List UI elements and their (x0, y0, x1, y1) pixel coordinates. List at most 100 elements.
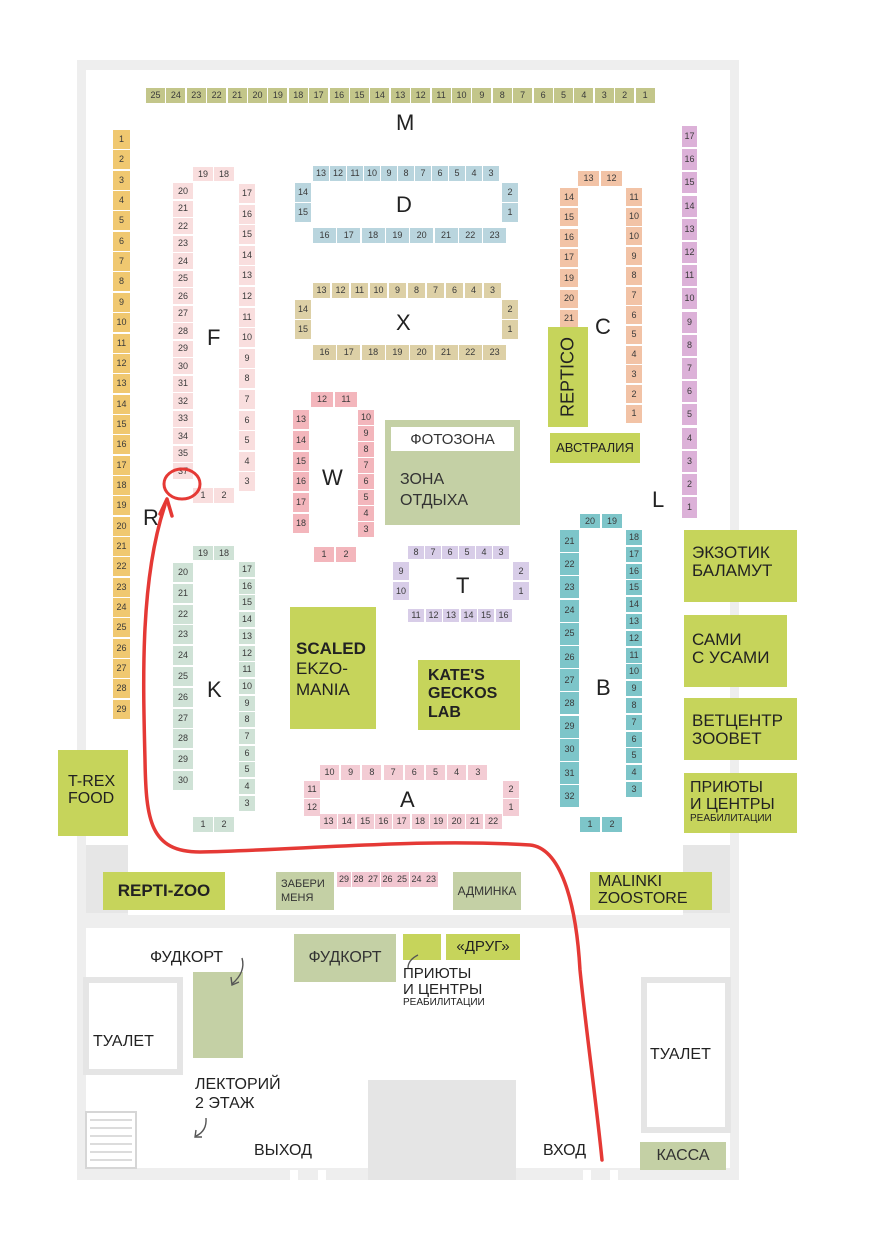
booth-m-9: 9 (472, 88, 492, 103)
booth-l-10: 10 (682, 288, 697, 310)
booth-k-left-27: 27 (173, 708, 193, 728)
booth-d-bottom-19: 19 (385, 228, 409, 243)
booth-x-top-12: 12 (332, 283, 349, 298)
foodcourt-center-booth: ФУДКОРТ (294, 934, 396, 982)
booth-b-bottom-1: 1 (580, 817, 600, 832)
booth-f-left-31: 31 (173, 375, 193, 392)
right-toilet-room (641, 977, 731, 1133)
booth-a-top-7: 7 (383, 765, 403, 780)
photozone-label: ФОТОЗОНА (410, 430, 495, 448)
booth-c-right-9: 9 (626, 247, 642, 266)
section-label-a: A (400, 787, 415, 812)
booth-f-right-3: 3 (239, 472, 255, 492)
booth-zabery-25: 25 (395, 872, 409, 887)
booth-m-22: 22 (207, 88, 227, 103)
booth-zabery-26: 26 (380, 872, 395, 887)
booth-w-right-10: 10 (358, 410, 374, 425)
booth-l-7: 7 (682, 358, 697, 379)
booth-c-top-12: 12 (601, 171, 622, 186)
scaled-line1: SCALED (296, 639, 366, 658)
booth-f-left-22: 22 (173, 218, 193, 234)
rest-zone: ФОТОЗОНА ЗОНА ОТДЫХА (385, 420, 520, 525)
booth-a-bottom-22: 22 (484, 814, 502, 829)
booth-b-top-20: 20 (580, 514, 600, 528)
booth-a-top-6: 6 (404, 765, 424, 780)
booth-b-right-15: 15 (626, 580, 642, 596)
booth-m-10: 10 (452, 88, 471, 103)
rest-zone-label: ЗОНА ОТДЫХА (400, 470, 468, 512)
booth-f-left-35: 35 (173, 445, 193, 462)
booth-b-right-5: 5 (626, 748, 642, 764)
booth-k-left-23: 23 (173, 625, 193, 645)
booth-a-right-1: 1 (503, 799, 519, 816)
booth-left-25: 25 (113, 618, 130, 638)
booth-k-right-13: 13 (239, 628, 255, 644)
booth-d-left-15: 15 (295, 203, 311, 222)
booth-m-16: 16 (329, 88, 349, 103)
repti-zoo-booth: REPTI-ZOO (103, 872, 225, 910)
booth-d-top-7: 7 (415, 166, 431, 181)
booth-k-top-19: 19 (193, 546, 213, 560)
zabery-line1: ЗАБЕРИ (281, 878, 325, 890)
booth-l-16: 16 (682, 149, 697, 171)
booth-zabery-24: 24 (409, 872, 424, 887)
booth-k-bottom-2: 2 (214, 817, 234, 832)
booth-k-right-3: 3 (239, 795, 255, 811)
booth-t-right-1: 1 (513, 582, 529, 600)
booth-m-4: 4 (574, 88, 594, 103)
booth-d-bottom-18: 18 (361, 228, 385, 243)
adminka-booth: АДМИНКА (453, 872, 521, 910)
booth-f-right-4: 4 (239, 451, 255, 471)
booth-k-left-20: 20 (173, 563, 193, 582)
booth-b-right-13: 13 (626, 614, 642, 629)
t-rex-food-booth: T-REX FOOD (58, 750, 128, 836)
booth-m-19: 19 (268, 88, 288, 103)
booth-c-right-6: 6 (626, 306, 642, 325)
booth-a-top-4: 4 (447, 765, 467, 780)
australia-label: АВСТРАЛИЯ (556, 440, 634, 456)
booth-f-right-7: 7 (239, 390, 255, 409)
booth-m-13: 13 (390, 88, 410, 103)
shelters2-line2: И ЦЕНТРЫ (403, 980, 483, 998)
booth-b-right-7: 7 (626, 714, 642, 730)
booth-m-21: 21 (227, 88, 247, 103)
lecture-label: ЛЕКТОРИЙ 2 ЭТАЖ (195, 1075, 281, 1113)
booth-left-17: 17 (113, 455, 130, 475)
shelters2-line3: РЕАБИЛИТАЦИИ (403, 996, 485, 1008)
kassa-booth: КАССА (640, 1142, 726, 1170)
booth-m-25: 25 (146, 88, 165, 103)
entrance-pillar-a (583, 1170, 591, 1180)
booth-left-1: 1 (113, 130, 130, 149)
booth-k-right-11: 11 (239, 662, 255, 678)
booth-left-15: 15 (113, 414, 130, 434)
booth-left-9: 9 (113, 292, 130, 312)
booth-k-right-16: 16 (239, 578, 255, 594)
booth-k-right-12: 12 (239, 645, 255, 661)
booth-b-left-29: 29 (560, 715, 579, 738)
section-label-f: F (207, 325, 221, 350)
booth-c-right-10: 10 (626, 227, 642, 246)
booth-b-right-18: 18 (626, 530, 642, 545)
scaled-line2: EKZO- (296, 659, 348, 679)
shelters2-line1: ПРИЮТЫ (403, 965, 472, 982)
booth-b-left-28: 28 (560, 692, 579, 715)
exit-pillar-a (290, 1170, 298, 1180)
booth-l-3: 3 (682, 450, 697, 472)
booth-k-left-24: 24 (173, 646, 193, 666)
booth-c-right-2: 2 (626, 385, 642, 403)
booth-l-17: 17 (682, 126, 697, 147)
booth-l-13: 13 (682, 218, 697, 240)
booth-zabery-27: 27 (366, 872, 380, 887)
booth-left-5: 5 (113, 211, 130, 231)
booth-f-left-28: 28 (173, 323, 193, 339)
shelters-line2: И ЦЕНТРЫ (690, 795, 775, 813)
booth-w-left-16: 16 (293, 472, 309, 492)
booth-left-18: 18 (113, 475, 130, 495)
booth-k-left-21: 21 (173, 583, 193, 603)
booth-k-left-28: 28 (173, 729, 193, 749)
booth-c-left-19: 19 (560, 269, 578, 288)
exit-pillar-b (318, 1170, 326, 1180)
booth-a-top-8: 8 (362, 765, 382, 780)
booth-w-right-8: 8 (358, 442, 374, 457)
booth-f-bottom-1: 1 (193, 488, 213, 503)
